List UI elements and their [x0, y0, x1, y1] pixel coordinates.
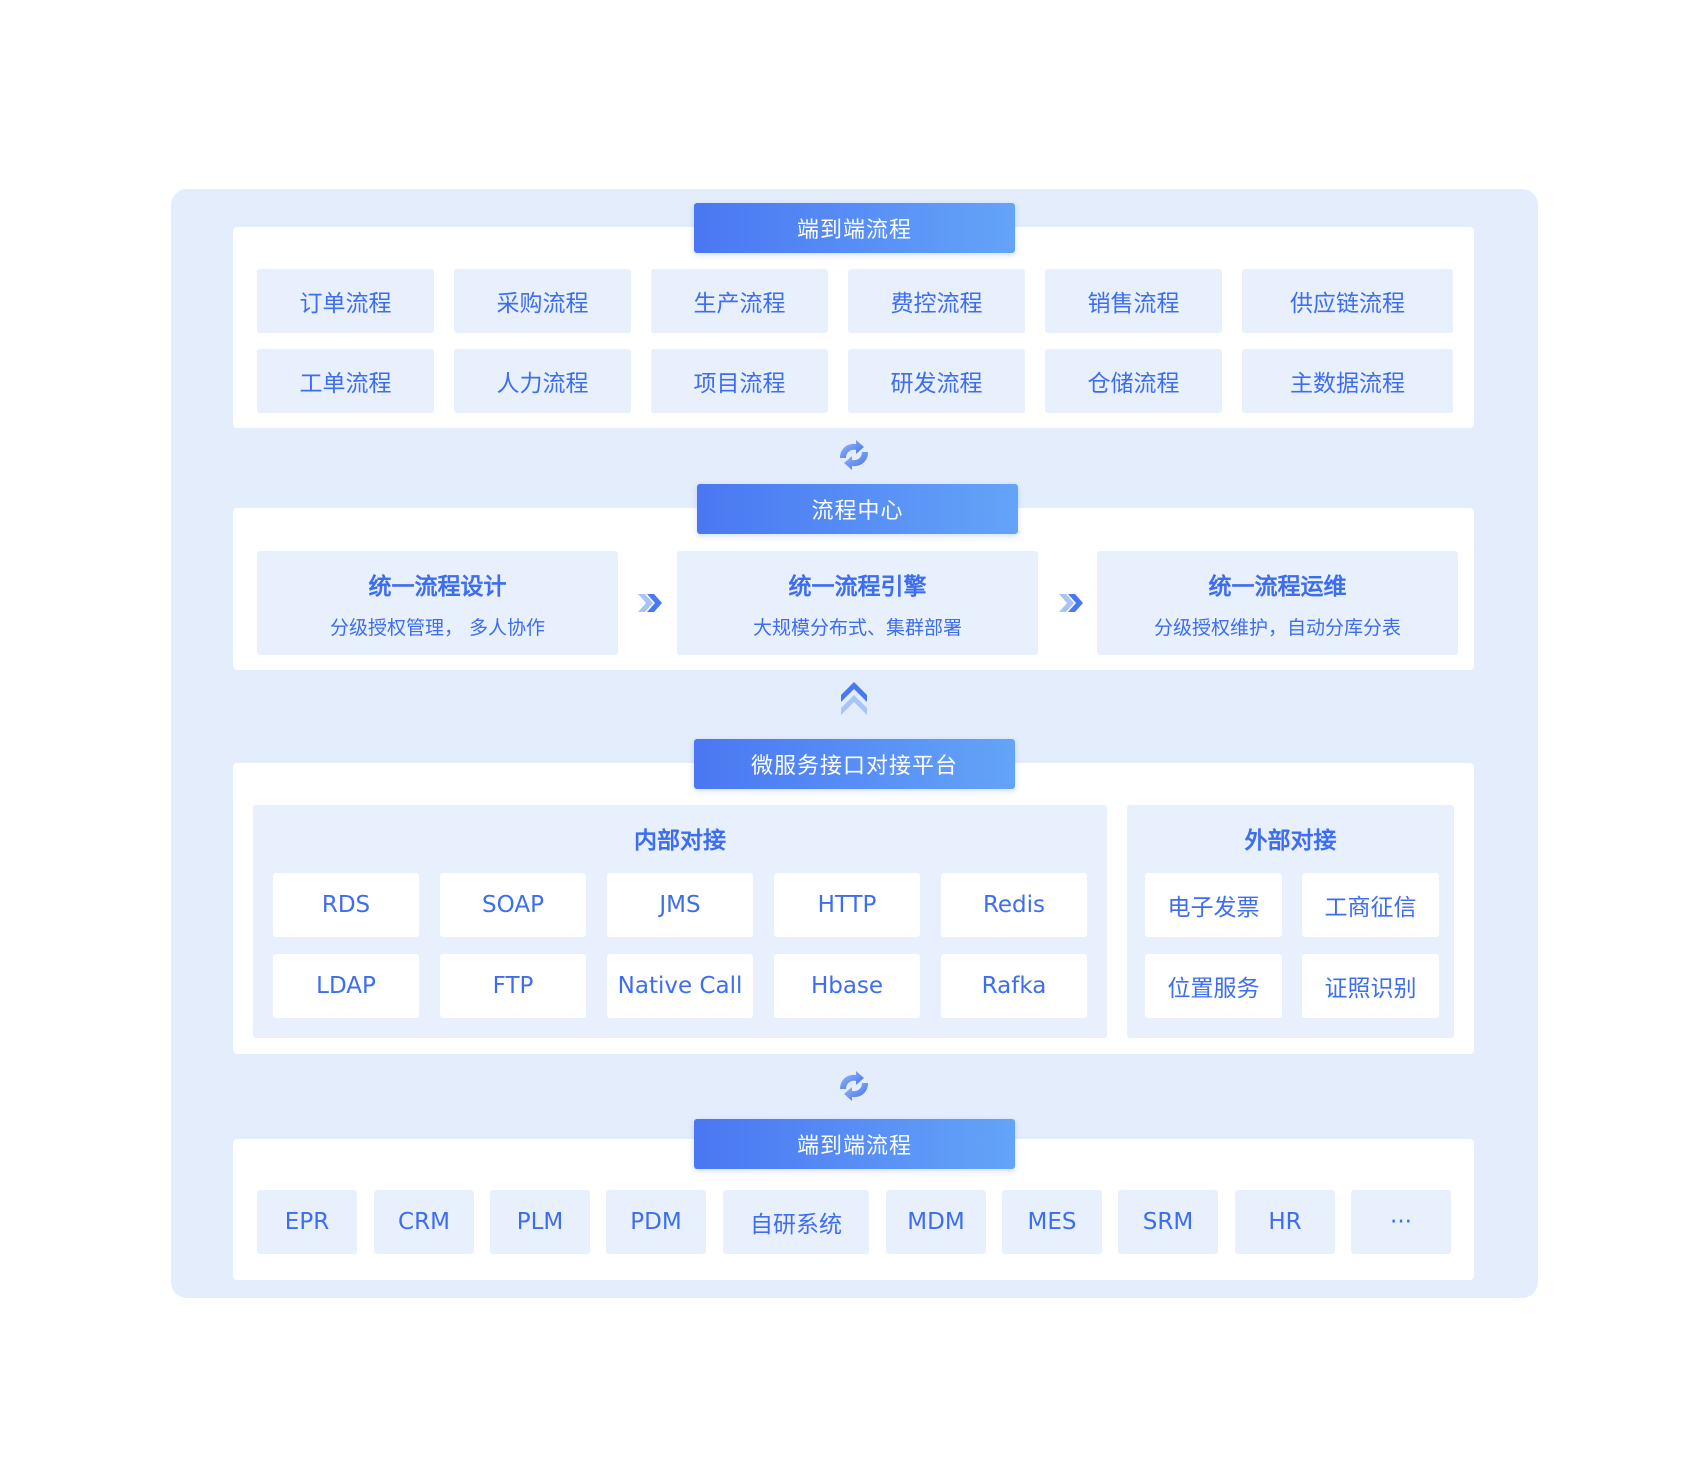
interface-item: 工商征信 — [1302, 873, 1439, 937]
box-description: 大规模分布式、集群部署 — [752, 616, 962, 639]
process-item: 采购流程 — [454, 269, 631, 333]
system-item: 自研系统 — [723, 1190, 869, 1254]
interface-item: FTP — [440, 954, 586, 1018]
process-center-box: 统一流程引擎 大规模分布式、集群部署 — [677, 551, 1038, 655]
box-title: 统一流程设计 — [368, 573, 507, 600]
box-description: 分级授权维护，自动分库分表 — [1153, 616, 1401, 639]
sync-arrows-icon — [840, 440, 868, 470]
interface-item: Hbase — [774, 954, 920, 1018]
process-item: 销售流程 — [1045, 269, 1222, 333]
section-header-microservice-platform: 微服务接口对接平台 — [694, 739, 1015, 789]
process-item: 项目流程 — [651, 349, 828, 413]
interface-item: 电子发票 — [1145, 873, 1282, 937]
more-ellipsis: ··· — [1351, 1190, 1451, 1254]
process-center-box: 统一流程设计 分级授权管理， 多人协作 — [257, 551, 618, 655]
double-chevron-up-icon — [841, 682, 867, 715]
interface-item: JMS — [607, 873, 753, 937]
interface-item: RDS — [273, 873, 419, 937]
system-item: CRM — [374, 1190, 474, 1254]
process-item: 供应链流程 — [1242, 269, 1453, 333]
interface-item: SOAP — [440, 873, 586, 937]
system-item: PDM — [606, 1190, 706, 1254]
interface-item: Redis — [941, 873, 1087, 937]
section-header-end-to-end-process-systems: 端到端流程 — [694, 1119, 1015, 1169]
interface-item: LDAP — [273, 954, 419, 1018]
sync-arrows-icon — [840, 1071, 868, 1101]
process-item: 人力流程 — [454, 349, 631, 413]
system-item: MES — [1002, 1190, 1102, 1254]
section-header-end-to-end-process: 端到端流程 — [694, 203, 1015, 253]
double-chevron-right-icon — [638, 594, 662, 612]
interface-item: 证照识别 — [1302, 954, 1439, 1018]
process-item: 主数据流程 — [1242, 349, 1453, 413]
interface-item: Native Call — [607, 954, 753, 1018]
process-item: 仓储流程 — [1045, 349, 1222, 413]
process-item: 生产流程 — [651, 269, 828, 333]
interface-item: HTTP — [774, 873, 920, 937]
interface-item: 位置服务 — [1145, 954, 1282, 1018]
interface-item: Rafka — [941, 954, 1087, 1018]
box-title: 统一流程运维 — [1208, 573, 1347, 600]
internal-integration-title: 内部对接 — [634, 828, 726, 854]
process-item: 研发流程 — [848, 349, 1025, 413]
process-item: 订单流程 — [257, 269, 434, 333]
box-title: 统一流程引擎 — [788, 573, 927, 600]
process-center-box: 统一流程运维 分级授权维护，自动分库分表 — [1097, 551, 1458, 655]
double-chevron-right-icon — [1059, 594, 1083, 612]
section-header-process-center: 流程中心 — [697, 484, 1018, 534]
process-item: 工单流程 — [257, 349, 434, 413]
process-item: 费控流程 — [848, 269, 1025, 333]
system-item: HR — [1235, 1190, 1335, 1254]
system-item: EPR — [257, 1190, 357, 1254]
system-item: SRM — [1118, 1190, 1218, 1254]
box-description: 分级授权管理， 多人协作 — [329, 616, 546, 639]
external-integration-title: 外部对接 — [1244, 828, 1337, 854]
system-item: PLM — [490, 1190, 590, 1254]
system-item: MDM — [886, 1190, 986, 1254]
